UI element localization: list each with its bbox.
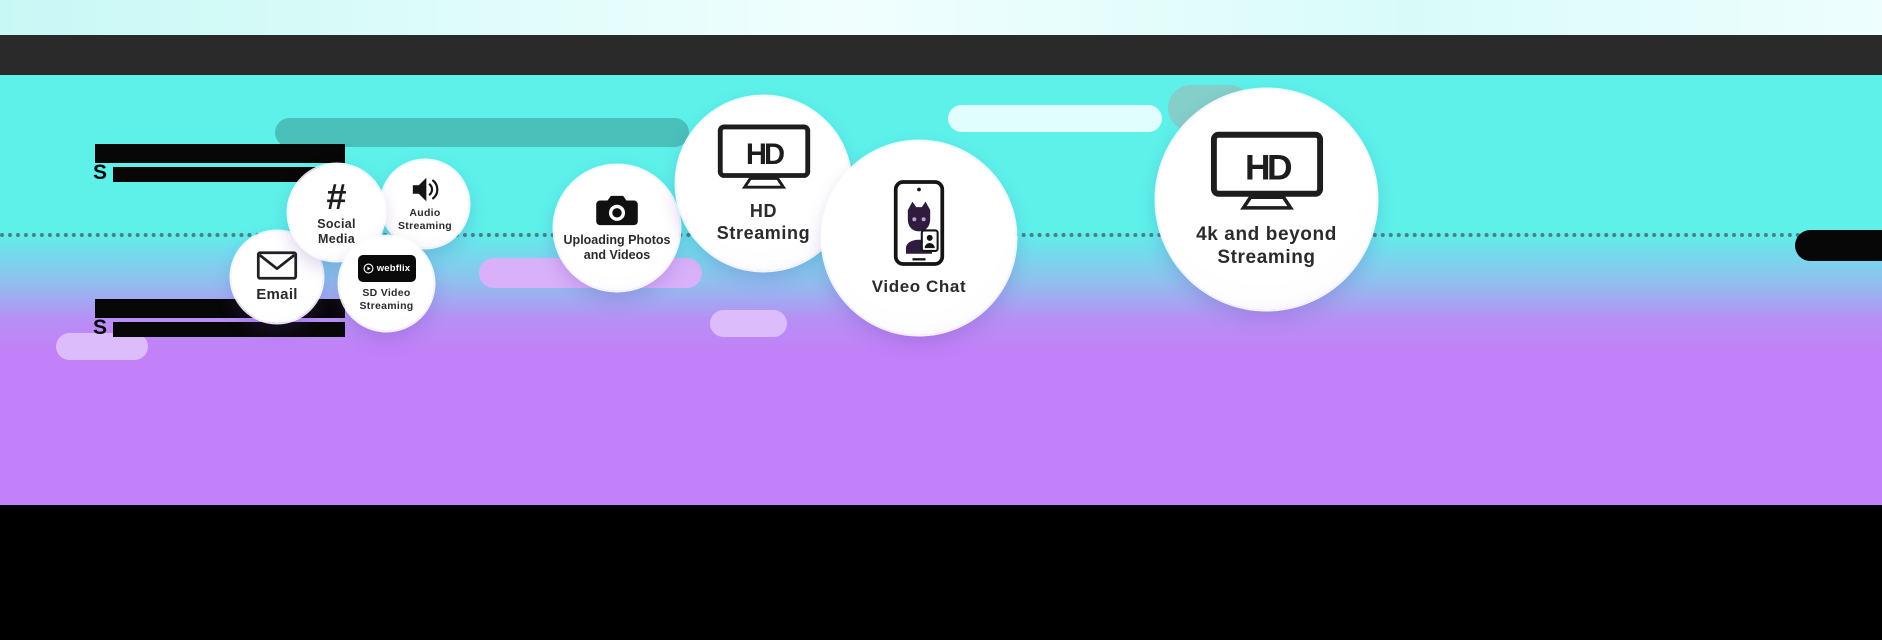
decor-pill-purple-small bbox=[710, 310, 787, 337]
bubble-sd-video-streaming: webflix SD Video Streaming bbox=[339, 236, 434, 331]
play-circle-icon bbox=[363, 263, 374, 274]
footer-black-bar bbox=[0, 505, 1882, 640]
camera-icon bbox=[596, 195, 638, 226]
bubble-label-email: Email bbox=[256, 286, 298, 303]
speaker-icon bbox=[412, 177, 438, 202]
bubble-label-4k-streaming: 4k and beyond Streaming bbox=[1196, 223, 1337, 268]
4k-tv-icon: HD bbox=[1210, 131, 1323, 210]
hd-tv-icon: HD bbox=[717, 124, 810, 189]
bubble-audio-streaming: Audio Streaming bbox=[381, 160, 469, 248]
bubble-label-social-media: Social Media bbox=[317, 216, 356, 246]
video-chat-phone-icon bbox=[893, 180, 945, 267]
bubble-video-chat: Video Chat bbox=[822, 141, 1016, 335]
header-dark-bar bbox=[0, 35, 1882, 75]
bubble-uploading-photos: Uploading Photos and Videos bbox=[554, 165, 680, 291]
bubble-4k-streaming: HD 4k and beyond Streaming bbox=[1156, 89, 1377, 310]
redacted-pill-right-edge bbox=[1795, 230, 1882, 261]
bubble-hd-streaming: HD HD Streaming bbox=[676, 96, 851, 271]
redacted-letter-s-top: S bbox=[93, 161, 108, 184]
bubble-label-sd-video: SD Video Streaming bbox=[359, 286, 414, 312]
bubble-label-video-chat: Video Chat bbox=[871, 277, 967, 297]
decor-pill-purple-left bbox=[56, 333, 148, 360]
redacted-subtext-bar-top bbox=[113, 167, 345, 182]
hashtag-icon: # bbox=[326, 175, 347, 217]
decor-pill-teal bbox=[275, 118, 689, 147]
redacted-heading-bar-top bbox=[95, 144, 345, 163]
bubble-label-audio-streaming: Audio Streaming bbox=[397, 206, 453, 232]
bubble-label-hd-streaming: HD Streaming bbox=[716, 200, 811, 243]
top-light-strip bbox=[0, 0, 1882, 35]
webflix-logo: webflix bbox=[357, 254, 416, 282]
redacted-letter-s-bottom: S bbox=[93, 316, 108, 339]
contact-card-icon bbox=[920, 229, 939, 253]
decor-pill-white bbox=[948, 105, 1162, 132]
svg-text:HD: HD bbox=[745, 139, 783, 171]
svg-text:HD: HD bbox=[1244, 148, 1291, 187]
envelope-icon bbox=[256, 251, 298, 280]
bubble-social-media: # Social Media bbox=[288, 164, 385, 261]
redacted-subtext-bar-bottom bbox=[113, 322, 345, 337]
webflix-logo-text: webflix bbox=[376, 262, 411, 274]
bubble-label-uploading: Uploading Photos and Videos bbox=[563, 233, 671, 262]
